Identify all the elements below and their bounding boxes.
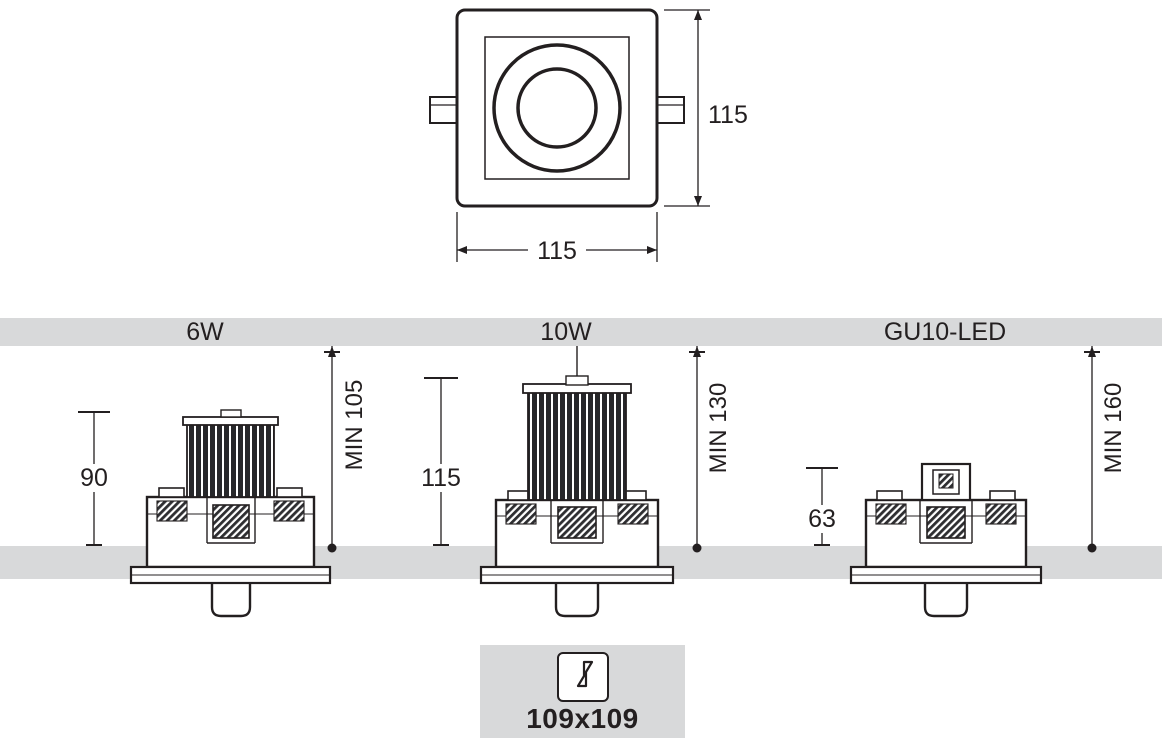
cutout-panel: 109x109 (480, 645, 685, 738)
heatsink (186, 423, 275, 498)
height-dimension-10w (424, 377, 458, 546)
front-right-clip (656, 96, 685, 124)
torsion-spring (926, 506, 966, 539)
variant-label-gu10: GU10-LED (883, 318, 1007, 346)
fixture-6w-side-view (129, 409, 332, 618)
lens-opening (516, 67, 598, 149)
front-width-dim-label: 115 (528, 237, 586, 265)
gimbal-ring (492, 43, 622, 173)
min-recess-dimension-gu10 (1084, 346, 1100, 553)
min-recess-label-6w: MIN 105 (341, 379, 368, 471)
height-dim-label-10w: 115 (416, 464, 466, 492)
front-inner-frame (484, 36, 630, 180)
spring-bail (554, 540, 600, 618)
cutout-size-label: 109x109 (526, 703, 639, 734)
min-recess-label-10w: MIN 130 (705, 382, 732, 474)
fixture-10w-side-view (479, 346, 675, 618)
height-dim-label-gu10: 63 (801, 505, 843, 533)
heatsink (527, 391, 627, 501)
front-height-dimension (664, 9, 710, 207)
min-recess-dimension-10w (689, 346, 705, 553)
variant-label-10w: 10W (540, 318, 592, 346)
fixture-gu10-side-view (849, 462, 1043, 618)
ceiling-cutout-icon (556, 652, 609, 702)
wattage-band (0, 318, 1162, 346)
min-recess-dimension-6w (324, 346, 340, 553)
spring-bail (210, 538, 252, 618)
front-left-clip (429, 96, 458, 124)
height-dim-label-6w: 90 (73, 464, 115, 492)
min-recess-label-gu10: MIN 160 (1100, 382, 1127, 474)
front-view (429, 8, 685, 208)
spring-bail (923, 540, 969, 618)
torsion-spring (557, 506, 597, 539)
torsion-spring (212, 504, 250, 539)
front-height-dim-label: 115 (708, 101, 748, 129)
variant-label-6w: 6W (186, 318, 224, 346)
